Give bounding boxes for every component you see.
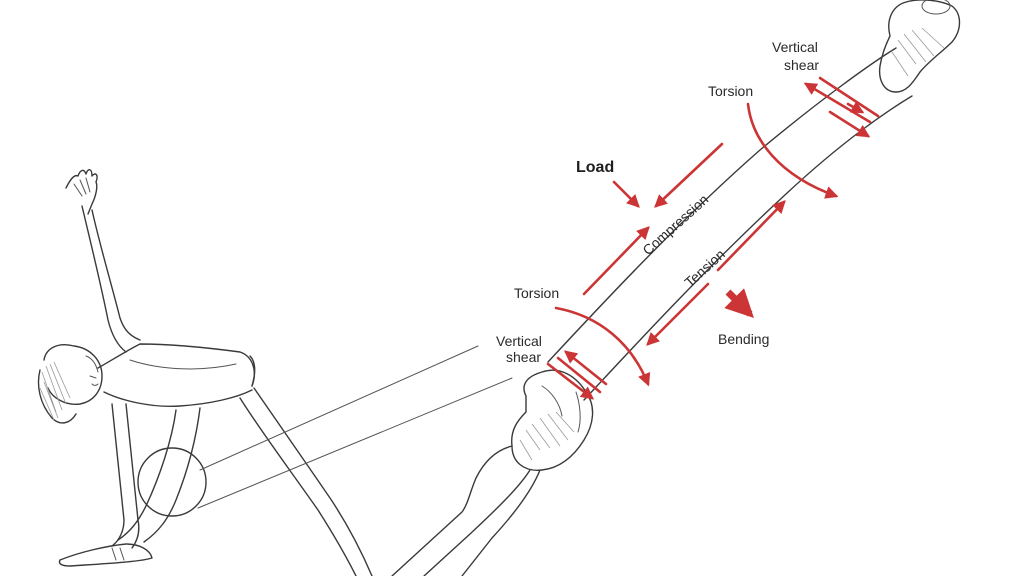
label-vertical-shear-top-2: shear bbox=[784, 57, 819, 73]
tension-arrow-upper bbox=[716, 200, 786, 272]
label-vertical-shear-bottom-2: shear bbox=[506, 349, 541, 365]
torsion-bottom-arc bbox=[554, 306, 651, 387]
vertical-shear-top-arrow-4 bbox=[828, 110, 871, 138]
label-bending: Bending bbox=[718, 331, 769, 347]
torsion-top-arc bbox=[746, 102, 839, 199]
label-vertical-shear-bottom-1: Vertical bbox=[496, 333, 542, 349]
vertical-shear-bottom-arrow-3 bbox=[563, 350, 608, 386]
leader-line-lower bbox=[197, 377, 513, 509]
label-load: Load bbox=[576, 159, 614, 176]
load-arrow bbox=[612, 180, 640, 208]
femur-bone-illustration bbox=[391, 0, 961, 576]
compression-arrow-lower bbox=[582, 226, 650, 296]
vertical-shear-bottom-arrow-2 bbox=[556, 356, 602, 394]
bending-arrow bbox=[724, 288, 754, 318]
label-torsion-top: Torsion bbox=[708, 83, 753, 99]
leader-line-upper bbox=[199, 345, 479, 471]
tension-arrow-lower bbox=[646, 282, 710, 346]
yoga-figure-illustration bbox=[37, 169, 373, 576]
compression-arrow-upper bbox=[654, 142, 724, 208]
label-torsion-bottom: Torsion bbox=[514, 285, 559, 301]
vertical-shear-top-arrow-2 bbox=[803, 82, 872, 124]
label-vertical-shear-top-1: Vertical bbox=[772, 39, 818, 55]
vertical-shear-bottom-arrow-1 bbox=[546, 362, 595, 400]
vertical-shear-top-arrow-1 bbox=[846, 101, 865, 114]
label-compression: Compression bbox=[639, 191, 711, 258]
vertical-shear-top-arrow-3 bbox=[818, 76, 880, 118]
knee-highlight-circle bbox=[137, 447, 207, 517]
